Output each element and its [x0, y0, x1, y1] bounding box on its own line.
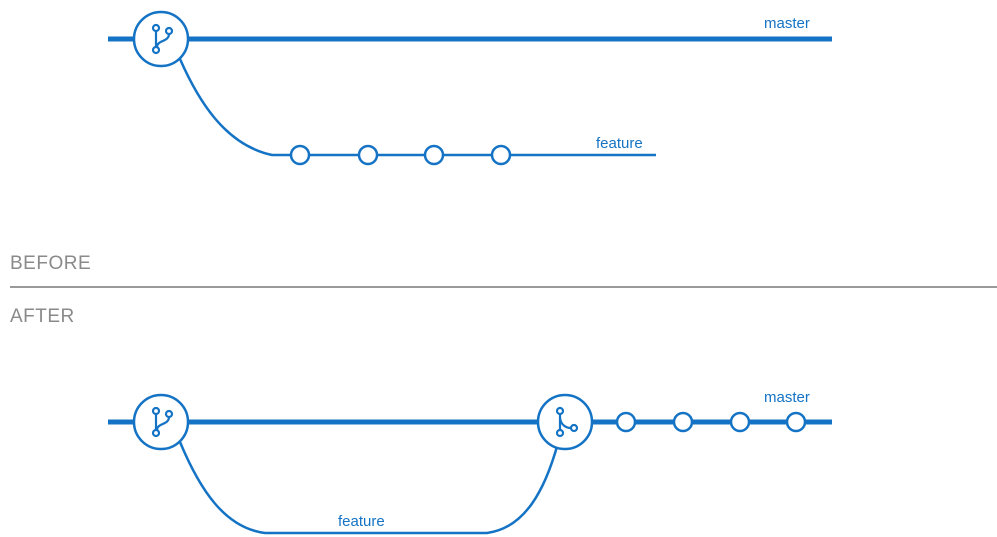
master-commit — [729, 411, 751, 433]
after-feature-label: feature — [338, 513, 385, 530]
feature-commit — [289, 144, 311, 166]
before-feature-label: feature — [596, 135, 643, 152]
before-section-label: BEFORE — [10, 253, 92, 274]
feature-commit — [357, 144, 379, 166]
before-diagram — [108, 10, 832, 166]
master-commit — [785, 411, 807, 433]
after-diagram — [108, 393, 832, 535]
feature-commit — [423, 144, 445, 166]
before-feature-branch-line — [178, 58, 656, 157]
after-master-label: master — [764, 389, 810, 406]
git-branch-icon — [151, 23, 174, 55]
git-branch-icon — [151, 406, 174, 438]
after-merge-node — [536, 393, 594, 451]
section-divider — [10, 286, 997, 288]
after-feature-branch-line — [178, 441, 560, 535]
feature-commit — [490, 144, 512, 166]
before-master-label: master — [764, 15, 810, 32]
master-commit — [672, 411, 694, 433]
git-merge-icon — [555, 406, 579, 438]
after-branch-node — [132, 393, 190, 451]
master-commit — [615, 411, 637, 433]
before-feature-commits — [289, 144, 512, 166]
after-section-label: AFTER — [10, 306, 75, 327]
after-master-commits — [615, 411, 807, 433]
before-branch-node — [132, 10, 190, 68]
